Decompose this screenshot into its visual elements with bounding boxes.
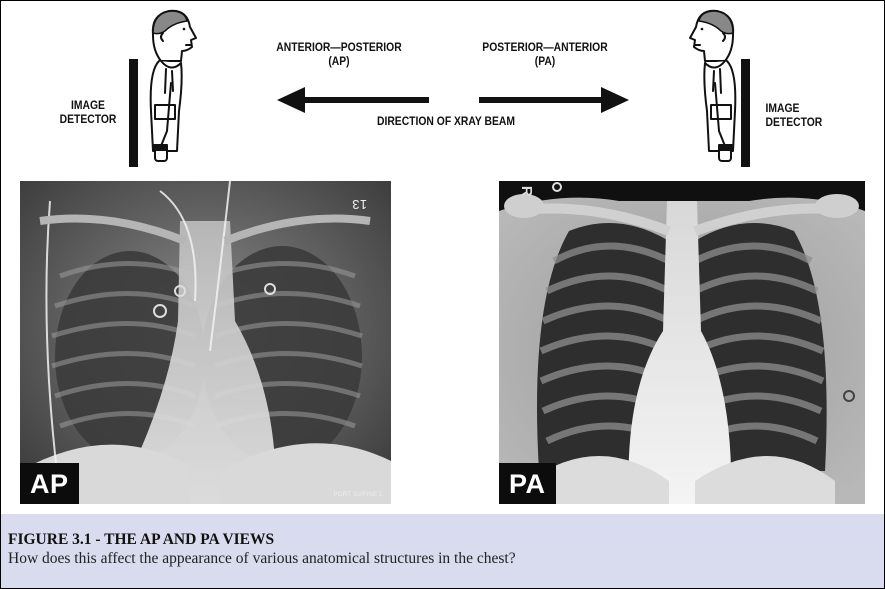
- ap-projection-label: ANTERIOR—POSTERIOR (AP): [276, 41, 402, 69]
- figure-caption: FIGURE 3.1 - THE AP AND PA VIEWS How doe…: [1, 514, 884, 588]
- right-detector-plate: [741, 59, 750, 167]
- pa-radiograph-image: [499, 181, 865, 504]
- ap-radiograph-image: [20, 181, 391, 504]
- ap-beam-arrow: [277, 87, 429, 113]
- diagram-graphics: [1, 1, 884, 179]
- pa-side-marker: R: [518, 186, 535, 197]
- left-detector-label: IMAGE DETECTOR: [58, 99, 117, 127]
- left-patient-figure: [151, 11, 196, 161]
- beam-direction-label: DIRECTION OF XRAY BEAM: [361, 115, 532, 129]
- pa-beam-arrow: [479, 87, 629, 113]
- pa-projection-label: POSTERIOR—ANTERIOR (PA): [482, 41, 608, 69]
- ap-view-badge: AP: [20, 463, 79, 504]
- caption-question: How does this affect the appearance of v…: [8, 549, 884, 568]
- beam-direction-diagram: IMAGE DETECTOR IMAGE DETECTOR ANTERIOR—P…: [1, 1, 884, 179]
- pa-radiograph: R PA: [499, 181, 865, 504]
- ap-radiograph: 13 PORT SUPINE L AP: [20, 181, 391, 504]
- caption-title: FIGURE 3.1 - THE AP AND PA VIEWS: [8, 530, 884, 549]
- right-detector-label: IMAGE DETECTOR: [766, 102, 847, 130]
- pa-view-badge: PA: [499, 463, 556, 504]
- ap-footer-mark: PORT SUPINE L: [334, 492, 383, 498]
- right-patient-figure: [690, 11, 735, 161]
- ap-side-marker: 13: [352, 197, 367, 212]
- left-detector-plate: [129, 59, 138, 167]
